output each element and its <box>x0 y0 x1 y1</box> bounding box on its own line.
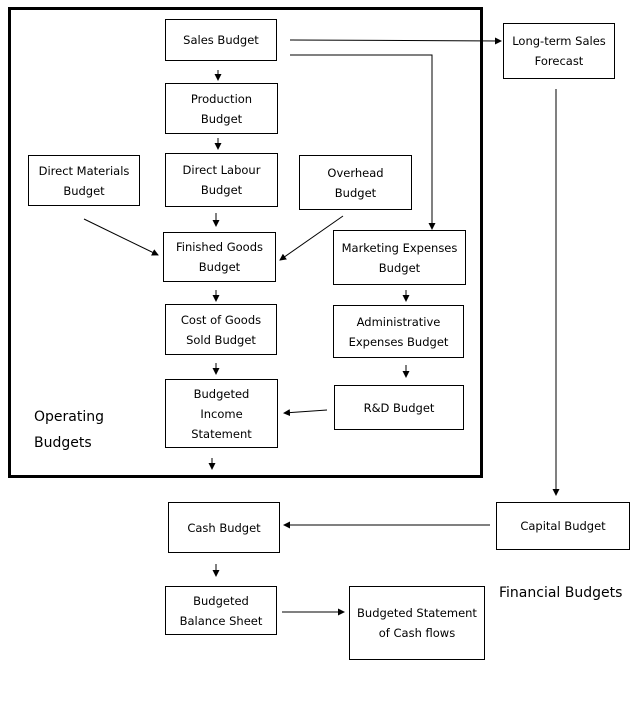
arrow-overhead-to-finished <box>279 215 344 261</box>
production-budget-box: Production Budget <box>165 83 278 134</box>
sales-budget-box: Sales Budget <box>165 19 277 61</box>
arrow-rd-to-income <box>283 409 328 417</box>
budgeted-income-statement-box: Budgeted Income Statement <box>165 379 278 448</box>
operating-budgets-label: Operating Budgets <box>34 409 104 451</box>
arrow-materials-to-finished <box>83 218 159 256</box>
direct-labour-budget-box: Direct Labour Budget <box>165 153 278 207</box>
cash-budget-box: Cash Budget <box>168 502 280 553</box>
operating-budgets-frame <box>8 7 483 478</box>
budgeted-statement-of-cash-flows-box: Budgeted Statement of Cash flows <box>349 586 485 660</box>
finished-goods-budget-box: Finished Goods Budget <box>163 232 276 282</box>
administrative-expenses-budget-box: Administrative Expenses Budget <box>333 305 464 358</box>
overhead-budget-box: Overhead Budget <box>299 155 412 210</box>
long-term-sales-forecast-box: Long-term Sales Forecast <box>503 23 615 79</box>
capital-budget-box: Capital Budget <box>496 502 630 550</box>
marketing-expenses-budget-box: Marketing Expenses Budget <box>333 230 466 285</box>
cost-of-goods-sold-budget-box: Cost of Goods Sold Budget <box>165 304 277 355</box>
rd-budget-box: R&D Budget <box>334 385 464 430</box>
direct-materials-budget-box: Direct Materials Budget <box>28 155 140 206</box>
arrow-sales-to-marketing <box>290 54 436 230</box>
budgeted-balance-sheet-box: Budgeted Balance Sheet <box>165 586 277 635</box>
arrow-sales-to-forecast <box>289 37 502 45</box>
financial-budgets-label: Financial Budgets <box>499 585 623 601</box>
